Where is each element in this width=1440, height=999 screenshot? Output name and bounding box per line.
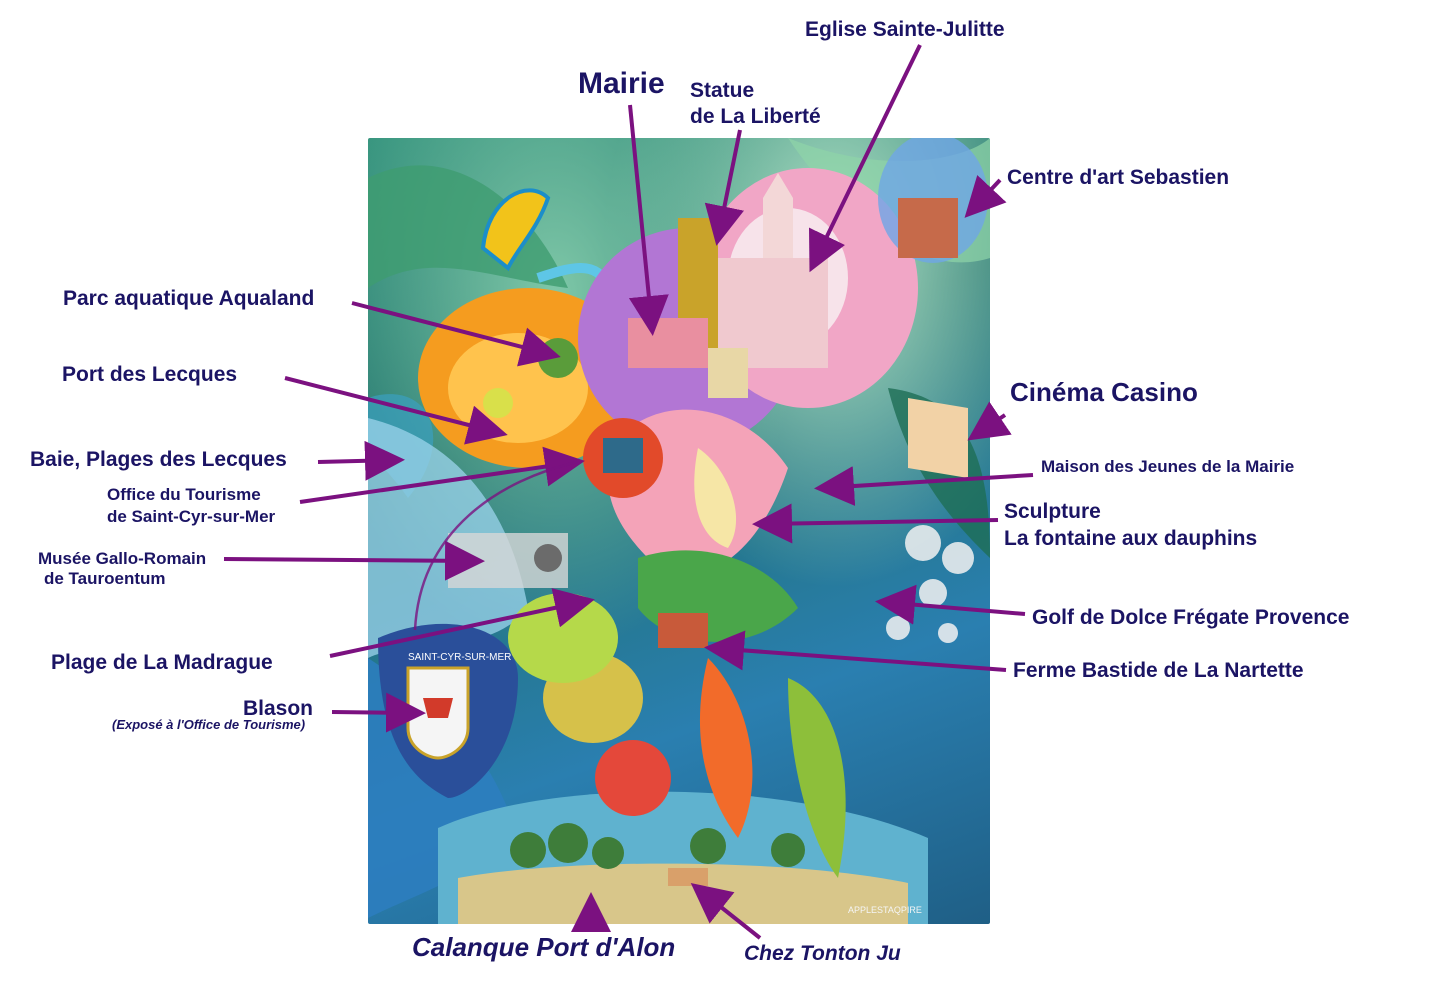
label-calanque: Calanque Port d'Alon [412, 932, 676, 962]
label-mairie: Mairie [578, 67, 665, 100]
painting-signature: APPLESTAQPIRE [848, 905, 922, 915]
label-blason-note: (Exposé à l'Office de Tourisme) [112, 717, 306, 732]
label-aqualand: Parc aquatique Aqualand [63, 287, 315, 310]
label-blason: Blason [243, 697, 314, 720]
label-ferme: Ferme Bastide de La Nartette [1013, 659, 1304, 682]
painting-artwork: SAINT-CYR-SUR-MER APPLESTAQPIRE [368, 138, 990, 924]
label-musee-line2: de Tauroentum [44, 569, 166, 588]
label-tonton: Chez Tonton Ju [744, 942, 901, 965]
label-office-line1: Office du Tourisme [107, 485, 261, 504]
label-cinema: Cinéma Casino [1010, 377, 1198, 407]
crest-text: SAINT-CYR-SUR-MER [408, 652, 511, 663]
label-port-lecques: Port des Lecques [62, 363, 238, 386]
label-statue-line1: Statue [690, 79, 755, 102]
label-musee-line1: Musée Gallo-Romain [38, 549, 207, 568]
label-sculpture-line1: Sculpture [1004, 500, 1101, 523]
label-baie: Baie, Plages des Lecques [30, 448, 287, 471]
label-eglise: Eglise Sainte-Julitte [805, 18, 1005, 41]
label-centre-art: Centre d'art Sebastien [1007, 166, 1230, 189]
label-golf: Golf de Dolce Frégate Provence [1032, 606, 1350, 629]
label-madrague: Plage de La Madrague [51, 651, 273, 674]
label-office-line2: de Saint-Cyr-sur-Mer [107, 507, 276, 526]
label-sculpture-line2: La fontaine aux dauphins [1004, 527, 1258, 550]
label-statue-line2: de La Liberté [690, 105, 821, 128]
painting: SAINT-CYR-SUR-MER APPLESTAQPIRE [368, 138, 990, 924]
label-maison-jeunes: Maison des Jeunes de la Mairie [1041, 457, 1295, 476]
